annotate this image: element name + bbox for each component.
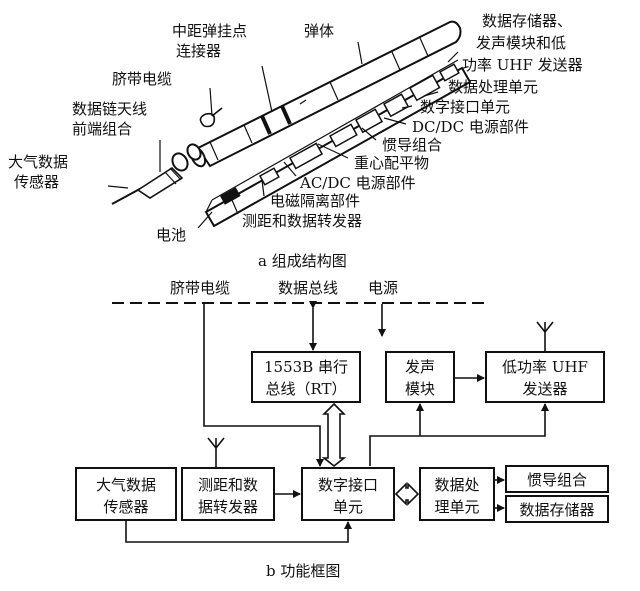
label-connector-2: 连接器 bbox=[176, 42, 221, 60]
box-1553b-line2: 总线（RT） bbox=[265, 380, 346, 398]
top-label-databus: 数据总线 bbox=[278, 279, 338, 297]
box-uhf-line1: 低功率 UHF bbox=[502, 358, 588, 376]
label-antenna-2: 前端组合 bbox=[72, 120, 132, 138]
label-storage-2: 发声模块和低 bbox=[476, 34, 566, 52]
box-digital-interface-unit: 数字接口 单元 bbox=[301, 467, 395, 521]
top-label-power: 电源 bbox=[368, 279, 398, 297]
box-sound-module: 发声 模块 bbox=[385, 351, 455, 403]
label-dcdc: DC/DC 电源部件 bbox=[412, 118, 529, 136]
antenna-ranging-icon bbox=[207, 437, 225, 468]
label-counterweight: 重心配平物 bbox=[354, 154, 429, 172]
connection-lines bbox=[125, 301, 549, 543]
label-battery: 电池 bbox=[156, 226, 186, 244]
label-digital-interface: 数字接口单元 bbox=[420, 98, 510, 116]
pod-structure-drawing: 大气数据 传感器 数据链天线 前端组合 脐带电缆 中距弹挂点 连接器 弹体 数据… bbox=[8, 12, 583, 270]
box-sound-line1: 发声 bbox=[405, 358, 435, 376]
box-ranging-transponder: 测距和数 据转发器 bbox=[181, 467, 275, 521]
label-processing: 数据处理单元 bbox=[448, 78, 538, 96]
box-air-data-sensor: 大气数据 传感器 bbox=[75, 467, 177, 521]
box-sound-line2: 模块 bbox=[405, 380, 435, 398]
label-antenna-1: 数据链天线 bbox=[72, 100, 147, 118]
label-emi: 电磁隔离部件 bbox=[270, 192, 360, 210]
box-uhf-line2: 发送器 bbox=[522, 380, 567, 398]
box-diu-line1: 数字接口 bbox=[318, 476, 378, 494]
label-storage-3: 功率 UHF 发送器 bbox=[462, 56, 583, 74]
functional-block-diagram: 脐带电缆 数据总线 电源 1553B 串行 总线（RT） 发声 模块 低功率 U… bbox=[75, 279, 609, 580]
box-air-line1: 大气数据 bbox=[96, 476, 156, 494]
box-inertial-nav: 惯导组合 bbox=[505, 465, 609, 493]
box-storage-text: 数据存储器 bbox=[519, 501, 594, 519]
box-air-line2: 传感器 bbox=[103, 498, 148, 516]
antenna-uhf-icon bbox=[536, 321, 554, 352]
box-1553b-bus: 1553B 串行 总线（RT） bbox=[251, 351, 361, 403]
box-ranging-line1: 测距和数 bbox=[198, 476, 258, 494]
box-ranging-line2: 据转发器 bbox=[198, 498, 258, 516]
box-uhf-transmitter: 低功率 UHF 发送器 bbox=[485, 351, 605, 403]
label-air-sensor-2: 传感器 bbox=[14, 173, 59, 191]
top-label-umbilical: 脐带电缆 bbox=[170, 279, 230, 297]
label-body: 弹体 bbox=[304, 22, 334, 40]
box-dpu-line2: 理单元 bbox=[434, 498, 479, 516]
box-dpu-line1: 数据处 bbox=[434, 476, 479, 494]
box-diu-line2: 单元 bbox=[333, 498, 363, 516]
label-storage-1: 数据存储器、 bbox=[482, 12, 572, 30]
label-air-sensor-1: 大气数据 bbox=[8, 153, 68, 171]
label-connector-1: 中距弹挂点 bbox=[172, 22, 247, 40]
label-inertial: 惯导组合 bbox=[382, 136, 442, 154]
box-data-processing-unit: 数据处 理单元 bbox=[419, 467, 495, 521]
label-umbilical: 脐带电缆 bbox=[112, 70, 172, 88]
label-acdc: AC/DC 电源部件 bbox=[299, 174, 416, 192]
umbilical-plug bbox=[199, 107, 223, 128]
box-1553b-line1: 1553B 串行 bbox=[264, 358, 348, 376]
caption-b: b 功能框图 bbox=[266, 562, 340, 580]
air-data-sensor-probe bbox=[111, 143, 202, 205]
box-inertial-text: 惯导组合 bbox=[527, 471, 587, 489]
box-data-storage: 数据存储器 bbox=[505, 495, 609, 523]
leader-lines bbox=[107, 41, 459, 229]
label-transponder: 测距和数据转发器 bbox=[242, 212, 362, 230]
caption-a: a 组成结构图 bbox=[258, 252, 347, 270]
